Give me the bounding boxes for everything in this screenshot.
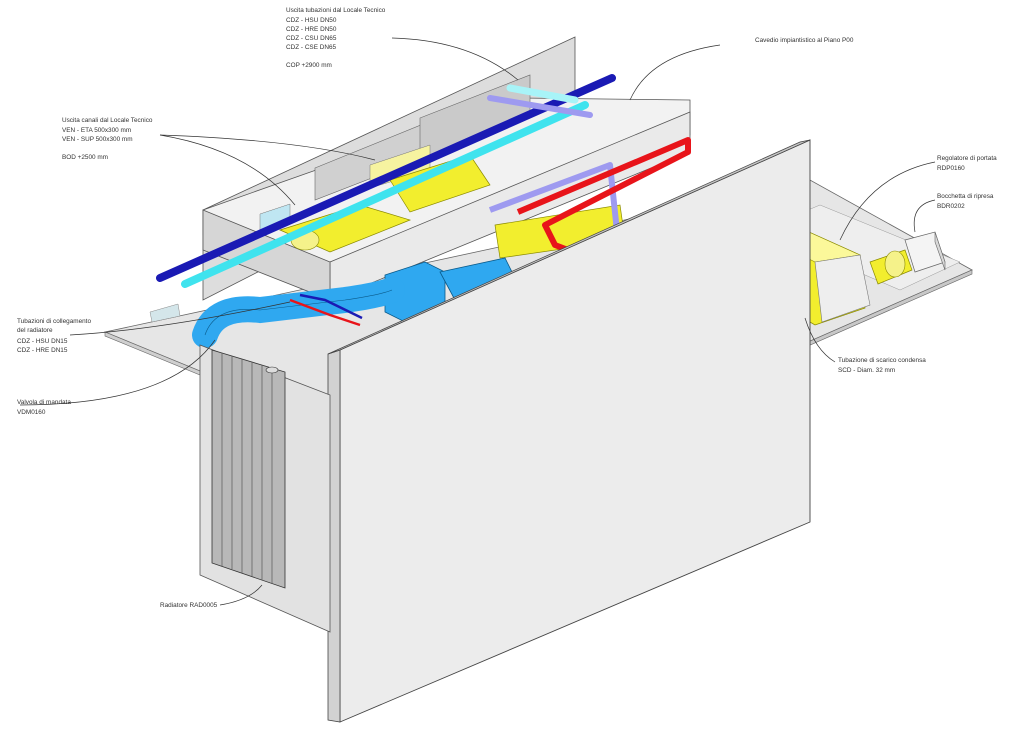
callout-supply-valve: Valvola di mandata VDM0160 xyxy=(17,399,71,416)
extract-duct-shaft xyxy=(279,154,626,259)
callout-radiator-title: Radiatore RAD0005 xyxy=(160,602,218,609)
return-grille xyxy=(904,231,946,273)
callout-pipe-exit-title: Uscita tubazioni dal Locale Tecnico xyxy=(286,7,386,14)
callout-shaft-title: Cavedio impiantistico al Piano P00 xyxy=(755,37,854,44)
callout-radiator: Radiatore RAD0005 xyxy=(160,602,218,609)
callout-duct-exit-line-1: VEN - ETA 500x300 mm xyxy=(62,127,131,134)
callout-condensate: Tubazione di scarico condensa SCD - Diam… xyxy=(838,357,926,374)
callout-condensate-code: SCD - Diam. 32 mm xyxy=(838,367,895,374)
front-wall xyxy=(327,139,811,723)
callout-pipe-exit-line-4: CDZ - CSE DN65 xyxy=(286,44,337,51)
callout-duct-exit-level: BOD +2500 mm xyxy=(62,154,108,161)
callout-pipe-exit-line-1: CDZ - HSU DN50 xyxy=(286,17,337,24)
callout-radiator-pipes-line-1: CDZ - HSU DN15 xyxy=(17,338,68,345)
callout-duct-exit-line-2: VEN - SUP 500x300 mm xyxy=(62,136,133,143)
callout-duct-exit: Uscita canali dal Locale Tecnico VEN - E… xyxy=(62,117,153,161)
callout-flow-regulator-code: RDP0160 xyxy=(937,165,965,172)
callout-condensate-title: Tubazione di scarico condensa xyxy=(838,357,926,364)
callout-pipe-exit-line-3: CDZ - CSU DN65 xyxy=(286,35,337,42)
callout-supply-valve-title: Valvola di mandata xyxy=(17,399,71,406)
callout-return-grille-code: BDR0202 xyxy=(937,203,965,210)
callout-pipe-exit-line-2: CDZ - HRE DN50 xyxy=(286,26,337,33)
radiator xyxy=(211,349,286,589)
callout-radiator-pipes-title: Tubazioni di collegamento xyxy=(17,318,91,325)
leader-lines xyxy=(19,37,936,606)
callout-radiator-pipes-line-2: CDZ - HRE DN15 xyxy=(17,347,68,354)
callout-return-grille: Bocchetta di ripresa BDR0202 xyxy=(937,193,994,210)
callout-pipe-exit-level: COP +2900 mm xyxy=(286,62,332,69)
callout-shaft: Cavedio impiantistico al Piano P00 xyxy=(755,37,854,44)
callout-flow-regulator-title: Regolatore di portata xyxy=(937,155,997,162)
callout-duct-exit-title: Uscita canali dal Locale Tecnico xyxy=(62,117,153,124)
callout-radiator-pipes-title-2: del radiatore xyxy=(17,327,53,334)
callout-return-grille-title: Bocchetta di ripresa xyxy=(937,193,994,200)
callout-supply-valve-code: VDM0160 xyxy=(17,409,46,416)
callout-radiator-pipes: Tubazioni di collegamento del radiatore … xyxy=(17,318,91,354)
callout-pipe-exit: Uscita tubazioni dal Locale Tecnico CDZ … xyxy=(286,7,386,69)
callout-flow-regulator: Regolatore di portata RDP0160 xyxy=(937,155,997,172)
